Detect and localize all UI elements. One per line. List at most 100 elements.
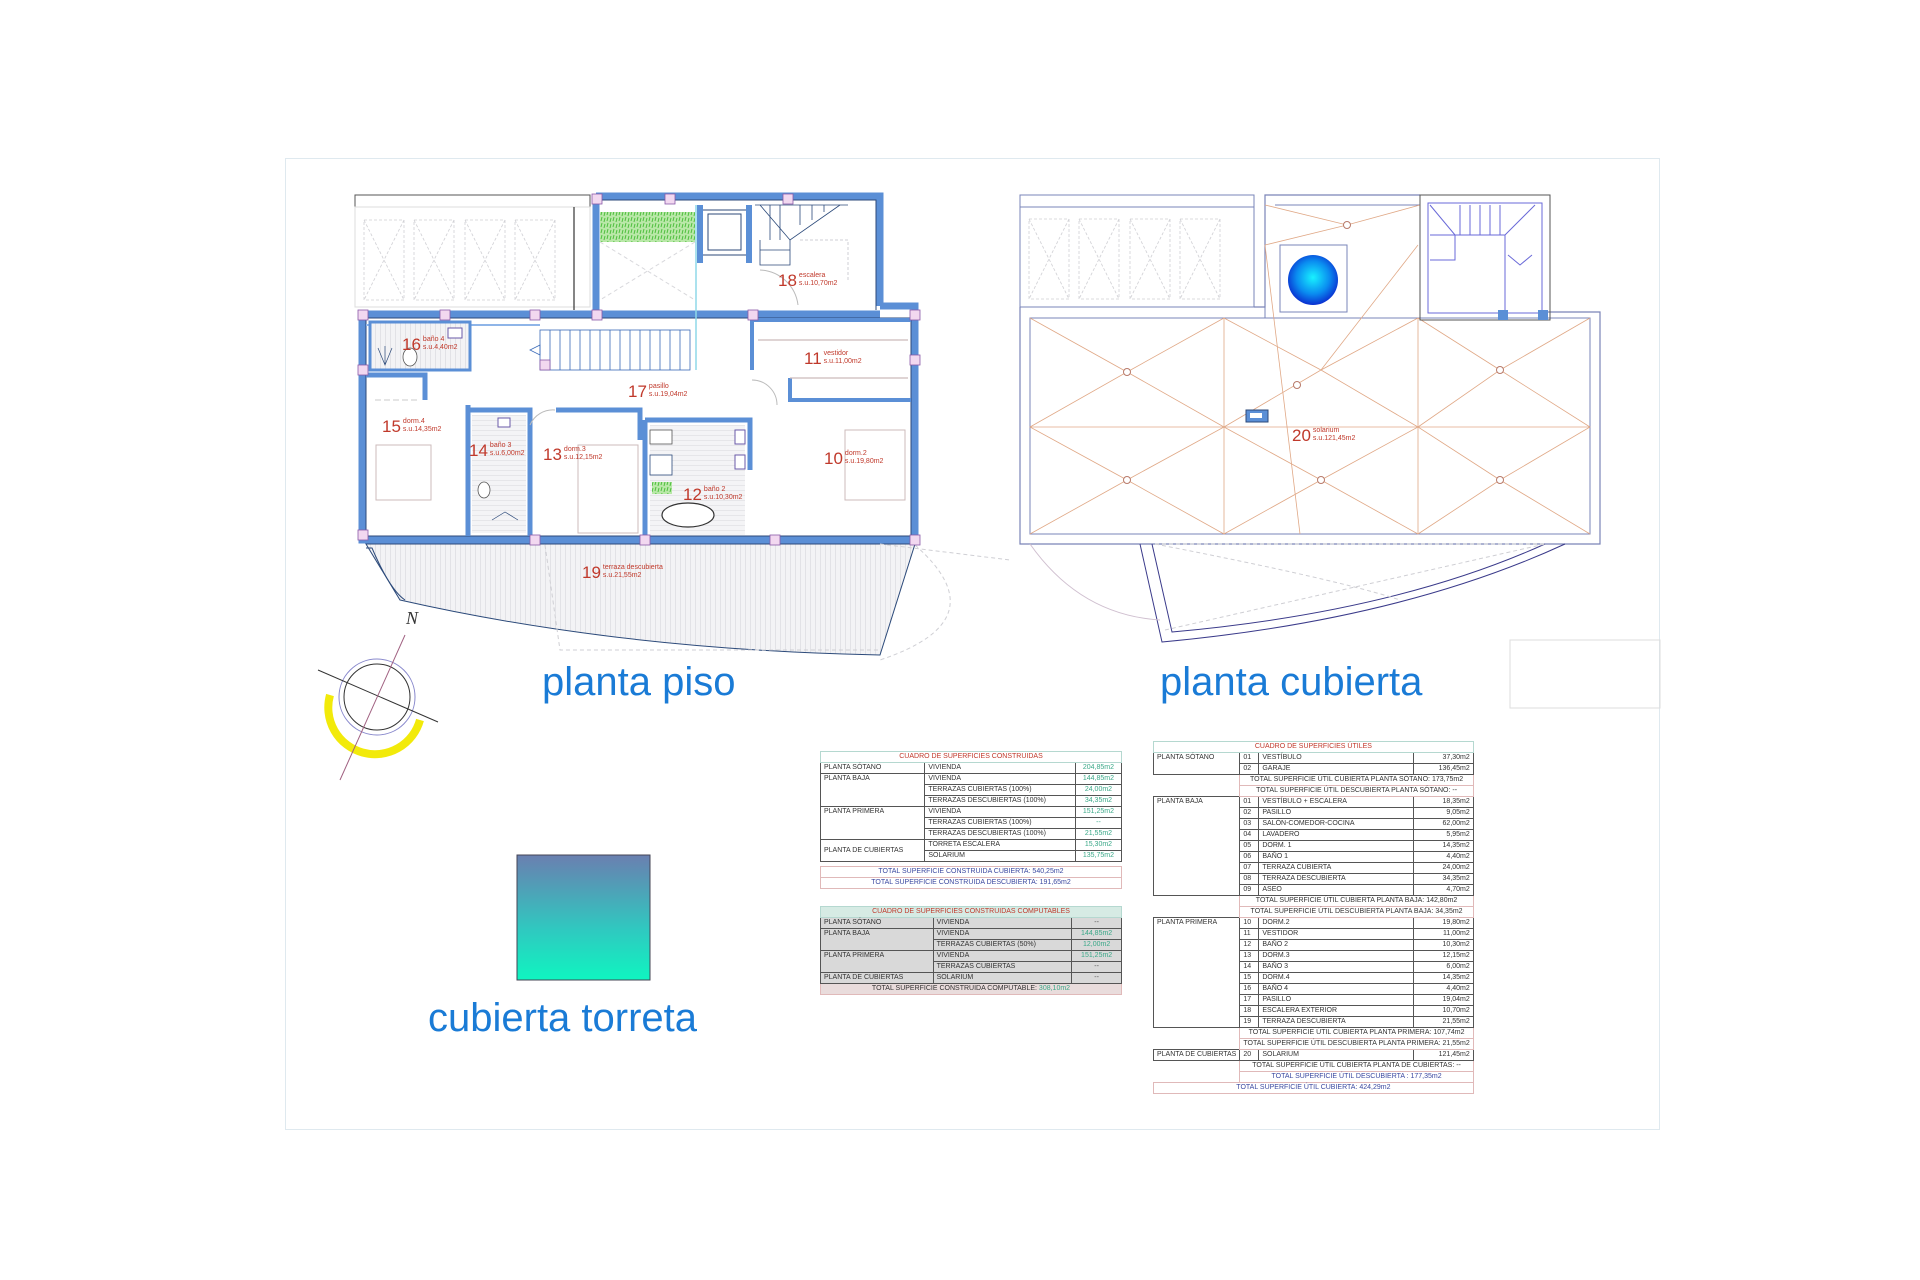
table-cell: 07 <box>1239 862 1260 874</box>
table-cell: PLANTA PRIMERA <box>820 950 934 973</box>
table-cell: 17 <box>1239 994 1260 1006</box>
table-row: TERRAZAS DESCUBIERTAS (100%)21,55m2 <box>821 828 1123 840</box>
table-cell: BAÑO 3 <box>1258 961 1415 973</box>
table-title: CUADRO DE SUPERFICIES ÚTILES <box>1153 741 1474 753</box>
table-cell: VESTÍBULO <box>1258 752 1415 764</box>
room-label-text: 19 <box>582 563 601 582</box>
table-cell: 4,70m2 <box>1413 884 1474 896</box>
table-cell: 19,04m2 <box>1413 994 1474 1006</box>
table-cell <box>1154 1039 1240 1050</box>
room-label-text: 14 <box>469 441 488 460</box>
table-cell: -- <box>1074 817 1123 829</box>
table-cell: 03 <box>1239 818 1260 830</box>
table-cell: 204,85m2 <box>1074 762 1123 774</box>
total-construida-descubierta: TOTAL SUPERFICIE CONSTRUIDA DESCUBIERTA:… <box>820 877 1122 889</box>
table-cell: VIVIENDA <box>924 773 1076 785</box>
table-superficies-utiles: CUADRO DE SUPERFICIES ÚTILES PLANTA SÓTA… <box>1152 741 1474 1094</box>
room-label-text: s.u.121,45m2 <box>1312 435 1356 442</box>
table-cell: 15,30m2 <box>1074 839 1123 851</box>
table-cell: 21,55m2 <box>1074 828 1123 840</box>
table-cell: PLANTA PRIMERA <box>1152 917 1241 1028</box>
table-cell: 12,15m2 <box>1413 950 1474 962</box>
table-superficies-construidas: CUADRO DE SUPERFICIES CONSTRUIDAS PLANTA… <box>819 751 1123 889</box>
table-cell: TOTAL SUPERFICIE ÚTIL CUBIERTA PLANTA SÓ… <box>1239 774 1474 786</box>
table-cell: 18,35m2 <box>1413 796 1474 808</box>
table-cell: 10 <box>1239 917 1260 929</box>
north-label: N <box>406 608 419 628</box>
table-cell: 5,95m2 <box>1413 829 1474 841</box>
table-cell: PLANTA SÓTANO <box>820 917 934 929</box>
room-label-text: s.u.14,35m2 <box>402 426 442 433</box>
room-label-text: 16 <box>402 335 421 354</box>
torreta-roof-swatch <box>516 854 651 981</box>
table-cell: TOTAL SUPERFICIE ÚTIL CUBIERTA PLANTA DE… <box>1239 1060 1474 1072</box>
table-cell: SALÓN-COMEDOR-COCINA <box>1258 818 1415 830</box>
table-cell: 05 <box>1239 840 1260 852</box>
table-cell: -- <box>1071 917 1122 929</box>
table-cell: -- <box>1071 972 1122 984</box>
table-cell: TERRAZA CUBIERTA <box>1258 862 1415 874</box>
table-cell: TORRETA ESCALERA <box>924 839 1076 851</box>
table-cell: 9,05m2 <box>1413 807 1474 819</box>
table-cell: 11 <box>1239 928 1260 940</box>
table-cell <box>1154 896 1240 907</box>
table-cell: 4,40m2 <box>1413 851 1474 863</box>
table-cell: PLANTA BAJA <box>820 928 934 951</box>
north-arrow <box>317 634 439 781</box>
table-cell: TOTAL SUPERFICIE ÚTIL DESCUBIERTA PLANTA… <box>1239 1038 1474 1050</box>
table-cell: 16 <box>1239 983 1260 995</box>
table-cell: 02 <box>1239 807 1260 819</box>
table-cell: VIVIENDA <box>932 950 1073 962</box>
table-cell: 01 <box>1239 796 1260 808</box>
table-cell: 14,35m2 <box>1413 840 1474 852</box>
table-cell: 37,30m2 <box>1413 752 1474 764</box>
table-cell: PLANTA DE CUBIERTAS <box>819 839 926 862</box>
table-cell: TERRAZAS DESCUBIERTAS (100%) <box>924 828 1076 840</box>
table-cell: VESTIDOR <box>1258 928 1415 940</box>
table-cell: LAVADERO <box>1258 829 1415 841</box>
table-cell <box>1154 1028 1240 1039</box>
table-cell: 136,45m2 <box>1413 763 1474 775</box>
room-label-text: 18 <box>778 271 797 290</box>
room-label-text: escalera <box>798 272 826 279</box>
table-cell: DORM. 1 <box>1258 840 1415 852</box>
room-label-text: 17 <box>628 382 647 401</box>
table-cell: PASILLO <box>1258 807 1415 819</box>
table-cell: DORM.3 <box>1258 950 1415 962</box>
table-cell: 34,35m2 <box>1074 795 1123 807</box>
table-cell: 08 <box>1239 873 1260 885</box>
title-planta-cubierta: planta cubierta <box>1160 660 1423 704</box>
table-cell: 4,40m2 <box>1413 983 1474 995</box>
table-title: CUADRO DE SUPERFICIES CONSTRUIDAS <box>820 751 1122 763</box>
table-cell: 13 <box>1239 950 1260 962</box>
table-cell: TERRAZAS DESCUBIERTAS (100%) <box>924 795 1076 807</box>
room-label-text: s.u.10,30m2 <box>703 494 743 501</box>
table-cell: DORM.4 <box>1258 972 1415 984</box>
table-cell: TERRAZA DESCUBIERTA <box>1258 1016 1415 1028</box>
table-cell: BAÑO 1 <box>1258 851 1415 863</box>
table-cell: 14,35m2 <box>1413 972 1474 984</box>
total-construida-cubierta: TOTAL SUPERFICIE CONSTRUIDA CUBIERTA: 54… <box>820 866 1122 878</box>
table-cell: 01 <box>1239 752 1260 764</box>
table-cell <box>1154 1061 1240 1072</box>
table-cell: 21,55m2 <box>1413 1016 1474 1028</box>
